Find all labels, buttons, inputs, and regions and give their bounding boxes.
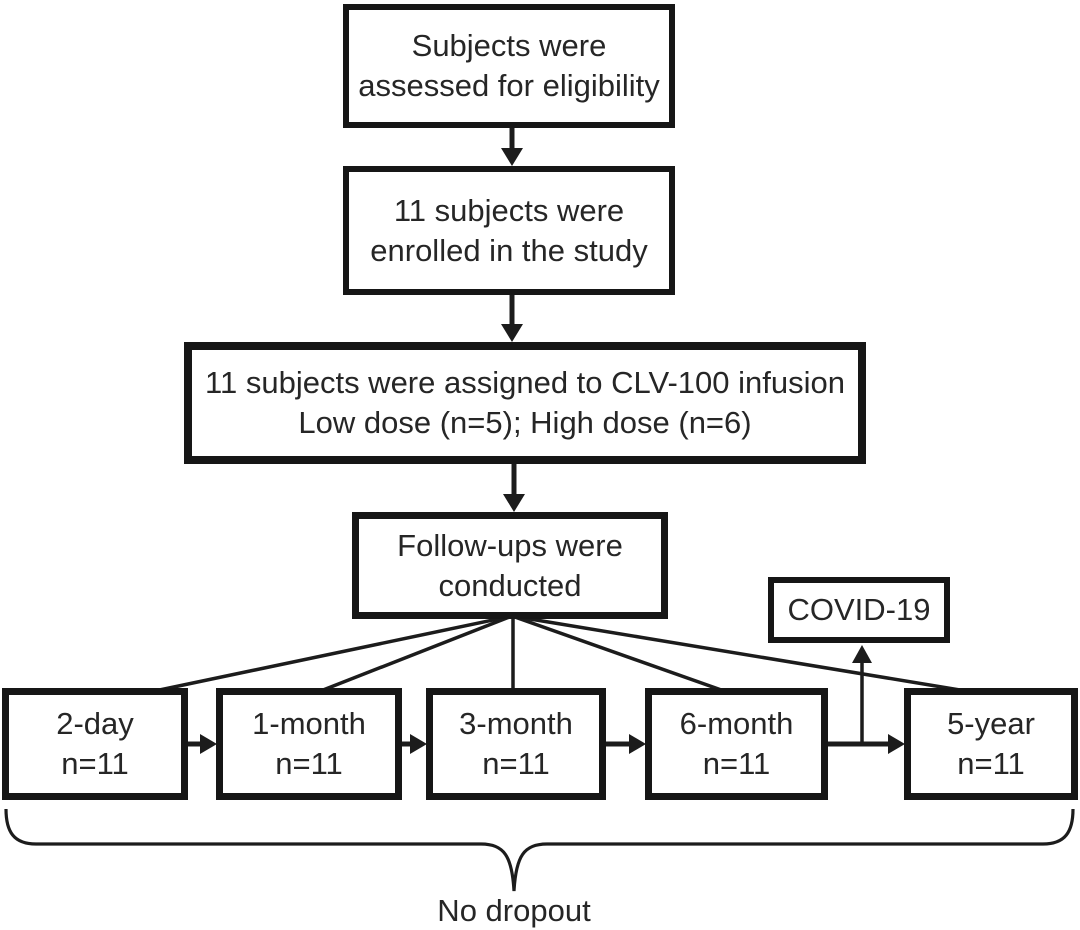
node-followups-line2: conducted: [438, 567, 582, 603]
arrow-1month-to-3month: [401, 734, 427, 754]
arrow-2day-to-1month: [188, 734, 217, 754]
node-visit-1month-line2: n=11: [275, 746, 343, 781]
node-visit-6month-line1: 6-month: [679, 706, 794, 742]
node-visit-2day-line1: 2-day: [56, 706, 134, 742]
node-visit-3month-line2: n=11: [482, 746, 550, 781]
arrow-to-covid: [852, 645, 872, 744]
node-visit-3month: 3-month n=11: [426, 688, 606, 800]
node-eligibility: Subjects were assessed for eligibility: [343, 4, 675, 128]
node-visit-5year-line1: 5-year: [947, 706, 1035, 742]
node-assigned-line2: Low dose (n=5); High dose (n=6): [298, 405, 752, 440]
node-visit-2day: 2-day n=11: [2, 688, 188, 800]
node-enrolled-line1: 11 subjects were: [393, 192, 625, 228]
node-covid: COVID-19: [768, 577, 950, 643]
arrowhead-down-icon: [503, 494, 525, 512]
node-visit-5year: 5-year n=11: [904, 688, 1078, 800]
arrowhead-right-icon: [200, 734, 217, 754]
node-visit-6month: 6-month n=11: [645, 688, 828, 800]
brace-label-no-dropout: No dropout: [437, 893, 591, 928]
node-followups-line1: Follow-ups were: [397, 527, 623, 563]
arrow-assigned-to-followups: [503, 461, 525, 512]
fanout-lines: [149, 614, 973, 694]
arrow-3month-to-6month: [605, 734, 646, 754]
node-enrolled-line2: enrolled in the study: [370, 232, 648, 268]
fan-line-to-2day: [149, 614, 513, 694]
fan-line-to-5year: [511, 614, 973, 694]
node-assigned: 11 subjects were assigned to CLV-100 inf…: [184, 342, 866, 464]
fan-line-to-1month: [317, 614, 513, 694]
arrowhead-down-icon: [501, 148, 523, 166]
node-visit-1month: 1-month n=11: [216, 688, 402, 800]
arrowhead-down-icon: [501, 324, 523, 342]
curly-brace: [4, 808, 1075, 892]
arrowhead-up-icon: [852, 645, 872, 663]
arrow-6month-to-5year: [827, 734, 905, 754]
arrowhead-right-icon: [629, 734, 646, 754]
node-followups: Follow-ups were conducted: [352, 512, 668, 619]
arrowhead-right-icon: [888, 734, 905, 754]
fan-line-to-6month: [511, 614, 728, 694]
node-covid-line1: COVID-19: [787, 592, 931, 628]
node-enrolled: 11 subjects were enrolled in the study: [343, 166, 675, 295]
arrow-eligibility-to-enrolled: [501, 125, 523, 166]
arrowhead-right-icon: [410, 734, 427, 754]
node-assigned-line1: 11 subjects were assigned to CLV-100 inf…: [205, 365, 845, 401]
node-visit-1month-line1: 1-month: [252, 706, 366, 742]
node-eligibility-line2: assessed for eligibility: [358, 68, 660, 103]
node-visit-3month-line1: 3-month: [459, 706, 573, 742]
node-visit-2day-line2: n=11: [61, 746, 129, 781]
node-visit-6month-line2: n=11: [702, 746, 771, 781]
node-visit-5year-line2: n=11: [957, 746, 1025, 781]
node-eligibility-line1: Subjects were: [411, 28, 607, 64]
arrow-enrolled-to-assigned: [501, 293, 523, 342]
